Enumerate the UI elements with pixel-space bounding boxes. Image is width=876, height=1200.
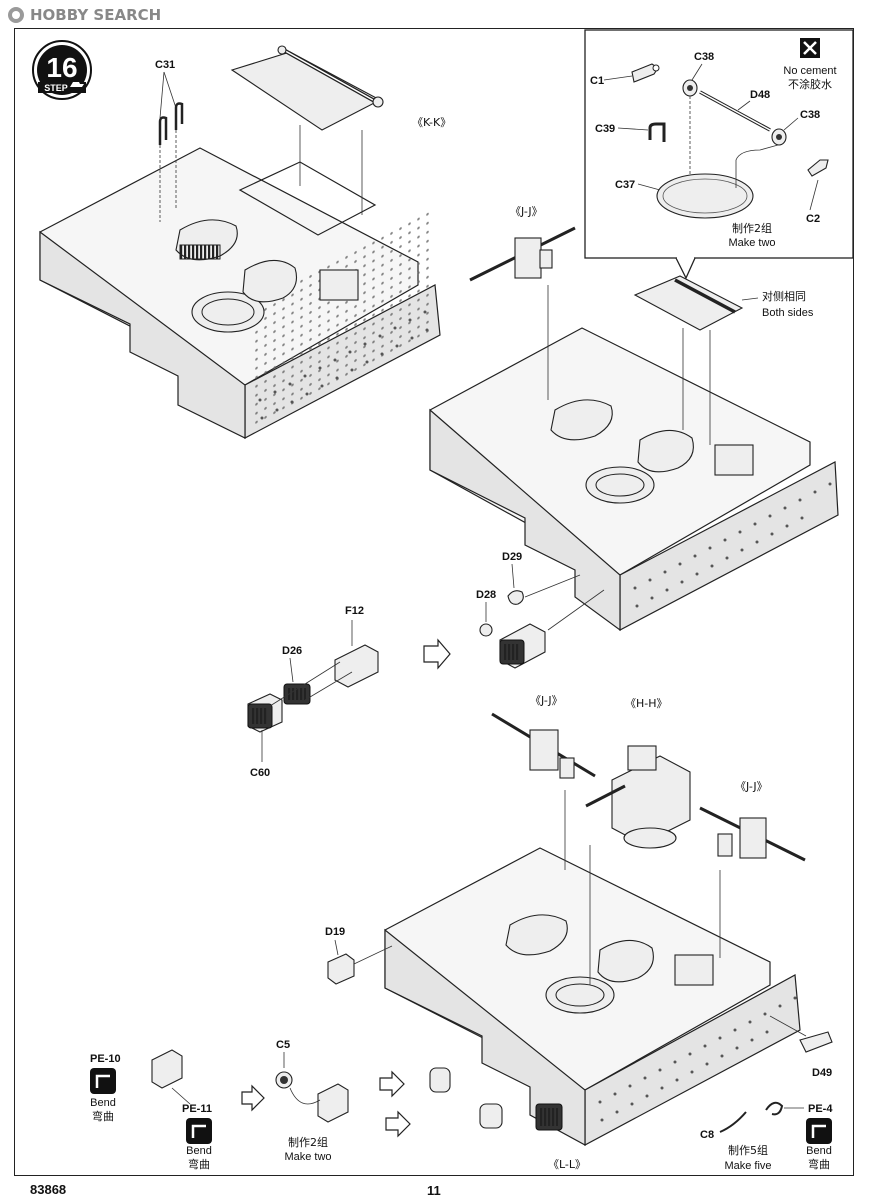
bend-icon-pe4: Bend 弯曲 [806,1118,832,1171]
step-number: 16 [46,52,77,83]
arrow-right-icon [241,1084,265,1112]
label-c8: C8 [700,1129,714,1141]
label-d19: D19 [325,926,345,938]
bend-icon-2 [186,1118,212,1144]
label-pe11: PE-11 [182,1103,212,1115]
inset-label-c2: C2 [806,213,820,225]
inset-label-d48: D48 [750,89,770,101]
inset-label-c1: C1 [590,75,604,87]
bend-cn-3: 弯曲 [808,1157,830,1171]
part-c2 [807,159,829,177]
inset-label-c38a: C38 [694,51,714,63]
hull-view-top: C31 《K-K》 [39,45,451,439]
hobby-search-watermark: HOBBY SEARCH [8,4,161,26]
inset-label-c38b: C38 [800,109,820,121]
page-frame [14,28,854,1176]
bend-icon-1 [90,1068,116,1094]
hull-view-middle: 《J-J》 对侧相同 Both sides D29 D28 [429,205,839,669]
arrow-right-icon [385,1110,411,1138]
ref-ll: 《L-L》 [548,1158,586,1171]
bend-en-1: Bend [90,1097,116,1109]
step-label: STEP [44,83,68,93]
both-sides-cn: 对侧相同 [762,289,806,303]
arrow-right-icon [379,1070,405,1098]
both-sides-en: Both sides [762,307,814,319]
tank-icon [70,82,84,87]
label-pe10: PE-10 [90,1053,121,1065]
part-c37 [656,173,754,219]
ref-kk: 《K-K》 [412,116,451,129]
label-c31: C31 [155,59,175,71]
bend-en-3: Bend [806,1145,832,1157]
make-two-en: Make two [284,1151,331,1163]
inset-make-two-en: Make two [728,237,775,249]
bend-cn-1: 弯曲 [92,1109,114,1123]
ref-hh: 《H-H》 [625,697,668,710]
bend-cn-2: 弯曲 [188,1157,210,1171]
product-code: 83868 [30,1182,67,1197]
light-assembly: F12 D26 C60 [247,605,451,779]
arrow-right-icon [423,638,451,670]
hull-view-bottom: 《J-J》 《H-H》 《J-J》 D19 D49 《L-L》 C8 [325,694,833,1172]
watermark-text: HOBBY SEARCH [30,6,162,24]
no-cement-en: No cement [783,65,836,77]
label-d49: D49 [812,1067,832,1079]
inset-label-c37: C37 [615,179,635,191]
label-c5: C5 [276,1039,290,1051]
hobby-search-logo-icon [8,7,24,23]
make-two-cn: 制作2组 [288,1135,328,1149]
inset-box: No cement 不涂胶水 C1 C38 D48 C38 C39 C37 C2… [584,29,854,280]
label-pe4: PE-4 [808,1103,833,1115]
make-five-en: Make five [724,1160,771,1172]
inset-make-two-cn: 制作2组 [732,221,772,235]
ref-jj-1: 《J-J》 [510,205,543,218]
bend-en-2: Bend [186,1145,212,1157]
part-c39 [648,122,666,142]
page-number: 11 [427,1183,441,1198]
no-cement-cn: 不涂胶水 [788,77,832,91]
label-c60: C60 [250,767,270,779]
inset-label-c39: C39 [595,123,615,135]
ref-jj-2: 《J-J》 [530,694,563,707]
ref-jj-3: 《J-J》 [735,780,768,793]
step-badge: 16 STEP [32,40,92,100]
label-d26: D26 [282,645,302,657]
make-five-cn: 制作5组 [728,1143,768,1157]
label-d29: D29 [502,551,522,563]
label-f12: F12 [345,605,364,617]
label-d28: D28 [476,589,496,601]
pe-sub-assembly: PE-10 Bend 弯曲 PE-11 Bend 弯曲 C5 制作2组 Make… [90,1039,411,1171]
